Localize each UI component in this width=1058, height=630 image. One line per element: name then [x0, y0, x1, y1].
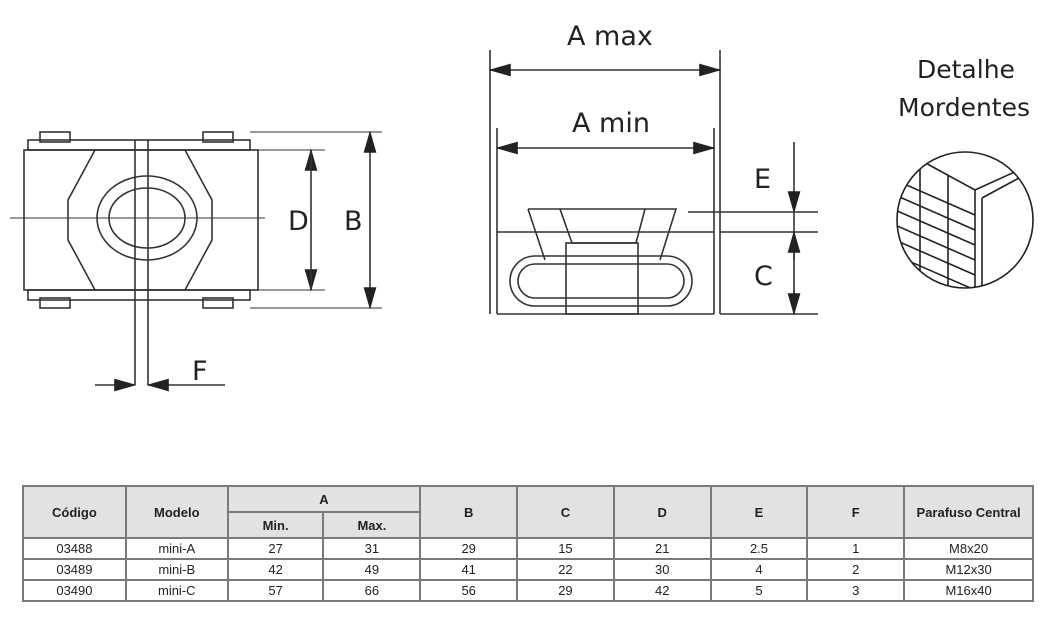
table-cell: mini-C — [124, 579, 229, 602]
table-cell: 15 — [516, 537, 615, 560]
table-cell: 56 — [419, 579, 519, 602]
front-view — [10, 130, 382, 392]
header-e: E — [709, 485, 809, 539]
table-cell: 2.5 — [709, 537, 809, 560]
table-cell: mini-B — [124, 558, 229, 581]
jaw-detail — [896, 151, 1034, 289]
header-a: A — [226, 485, 422, 513]
label-f: F — [192, 356, 208, 387]
header-d: D — [612, 485, 712, 539]
header-f: F — [806, 485, 906, 539]
header-modelo: Modelo — [124, 485, 229, 539]
header-a-max: Max. — [322, 511, 422, 539]
table-cell: 29 — [419, 537, 519, 560]
header-a-min: Min. — [226, 511, 325, 539]
header-c: C — [516, 485, 615, 539]
table-cell: 3 — [806, 579, 906, 602]
label-b: B — [344, 206, 363, 237]
table-cell: 21 — [612, 537, 712, 560]
table-cell: M12x30 — [903, 558, 1034, 581]
header-b: B — [419, 485, 519, 539]
table-cell: 41 — [419, 558, 519, 581]
label-e: E — [754, 164, 771, 195]
table-cell: 49 — [322, 558, 422, 581]
table-cell: 66 — [322, 579, 422, 602]
detail-title-2: Mordentes — [898, 93, 1030, 122]
table-cell: 42 — [226, 558, 325, 581]
table-cell: 4 — [709, 558, 809, 581]
table-cell: 5 — [709, 579, 809, 602]
header-codigo: Código — [22, 485, 127, 539]
side-view — [488, 50, 818, 316]
table-cell: 29 — [516, 579, 615, 602]
label-a-max: A max — [567, 21, 653, 52]
table-cell: 30 — [612, 558, 712, 581]
table-cell: 57 — [226, 579, 325, 602]
label-c: C — [754, 261, 773, 292]
table-cell: 42 — [612, 579, 712, 602]
detail-title-1: Detalhe — [917, 55, 1015, 84]
table-cell: 1 — [806, 537, 906, 560]
table-cell: M16x40 — [903, 579, 1034, 602]
header-parafuso: Parafuso Central — [903, 485, 1034, 539]
table-cell: 03489 — [22, 558, 127, 581]
technical-drawing: D B F A max A min E C Detalhe Mordentes — [10, 21, 1034, 392]
table-cell: 03490 — [22, 579, 127, 602]
label-a-min: A min — [572, 108, 650, 139]
table-cell: 03488 — [22, 537, 127, 560]
table-cell: 27 — [226, 537, 325, 560]
label-d: D — [288, 206, 309, 237]
specs-table: Código Modelo A B C D E F Parafuso Centr… — [22, 485, 1034, 602]
table-cell: mini-A — [124, 537, 229, 560]
table-cell: M8x20 — [903, 537, 1034, 560]
table-cell: 22 — [516, 558, 615, 581]
table-cell: 2 — [806, 558, 906, 581]
table-cell: 31 — [322, 537, 422, 560]
